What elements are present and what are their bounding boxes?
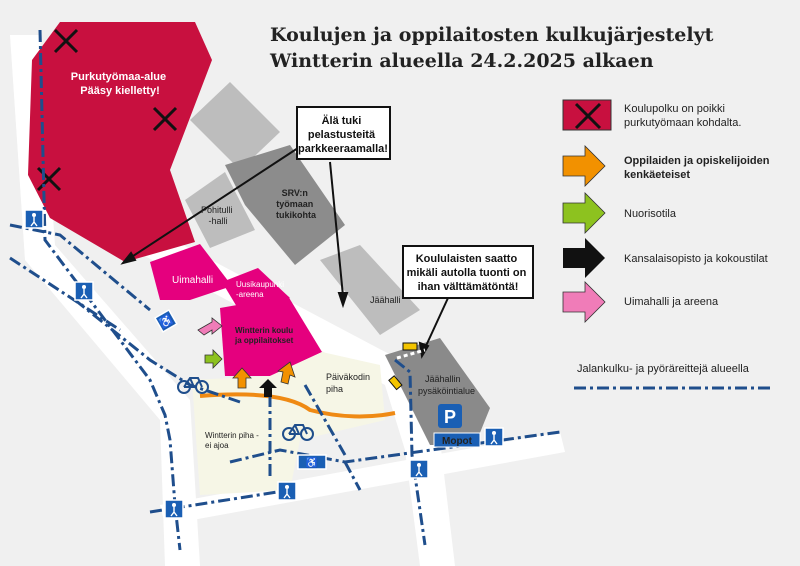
black-entrance-arrow [259,379,277,397]
mopot-badge [433,432,481,448]
school-label: Wintterin koulu ja oppilaitokset [234,326,295,345]
x-mark-icon [36,166,62,192]
pohitulli-building [185,172,255,248]
bicycle-icon [177,377,209,394]
pink-entrance-arrow [197,317,223,336]
uimahalli-label: Uimahalli [172,275,213,286]
green-entrance-arrow [204,349,223,369]
crossing-icon [24,209,44,229]
title-line-2: Wintterin alueella 24.2.2025 alkaen [270,50,654,72]
pohitulli-label: Pohitulli -halli [201,205,235,226]
parking-icon: P [438,404,462,428]
legend-pink-arrow [562,281,606,323]
uusikaupunki-label: Uusikaupunki -areena [236,280,286,299]
accessible-parking-icon: ♿ [153,308,178,333]
crossing-icon [277,481,297,501]
legend-youth-text: Nuorisotila [624,208,677,220]
demolition-area [28,22,212,262]
x-mark-icon [152,106,178,132]
legend-adult-ed-text: Kansalaisopisto ja kokoustilat [624,253,768,265]
wintterin-yard [192,376,300,495]
uimahalli-building [150,244,232,300]
road-south [160,432,565,525]
school-building [220,296,322,376]
legend: Koulupolku on poikki purkutyömaan kohdal… [562,99,773,390]
parking-area [385,338,490,445]
bus-icon [388,375,403,391]
crossing-icon [164,499,184,519]
callout-leaders [120,147,449,359]
parking-area-label: Jäähallin pysäköintialue [418,374,475,396]
orange-path [199,392,396,419]
wintterin-yard-label: Wintterin piha - ei ajoa [205,431,261,450]
legend-route-text: Jalankulku- ja pyöräreittejä alueella [577,363,750,375]
x-mark-icon [53,28,79,54]
accessible-parking-icon: ♿ [297,454,327,470]
parking-symbol: P [444,407,456,427]
jaahalli-label: Jäähalli [370,295,401,305]
accessible-symbol: ♿ [157,313,176,331]
dropoff-dashed-line [396,348,426,360]
gray-building-north [190,82,280,170]
crossing-icon [409,459,429,479]
legend-blocked-swatch [562,99,612,131]
legend-green-arrow [562,192,606,234]
jaahalli-building [320,245,420,335]
accessible-symbol: ♿ [306,456,318,469]
map-title: Koulujen ja oppilaitosten kulkujärjestel… [270,22,713,74]
legend-pool-text: Uimahalli ja areena [624,296,719,308]
dropoff-callout: Koululaisten saatto mikäli autolla tuont… [402,245,534,299]
bus-icon [402,342,418,351]
srv-label: SRV:n työmaan tukikohta [276,188,317,220]
orange-entrance-arrow [277,361,296,385]
demolition-label: Purkutyömaa-alue Pääsy kielletty! [71,71,169,97]
legend-orange-arrow [562,145,606,187]
svg-text:Koululaisten saatto mikä: Koululaisten saatto mikäli autolla tuont… [407,253,530,293]
crossing-icon [74,281,94,301]
svg-text:Älä tuki pelastusteitä: Älä tuki pelastusteitä parkkeeraamalla! [298,114,388,155]
fire-lane-callout: Älä tuki pelastusteitä parkkeeraamalla! [296,106,391,160]
bicycle-icon [282,424,314,441]
title-line-1: Koulujen ja oppilaitosten kulkujärjestel… [270,24,714,46]
mopot-label: Mopot [442,436,473,447]
paivakoti-label: Päiväkodin piha [326,372,373,394]
legend-blocked-text: Koulupolku on poikki purkutyömaan kohdal… [624,103,741,129]
legend-black-arrow [563,238,605,278]
legend-entrances-text: Oppilaiden ja opiskelijoiden kenkäeteise… [624,155,773,181]
crossing-icon [484,427,504,447]
orange-entrance-arrow [232,367,252,389]
